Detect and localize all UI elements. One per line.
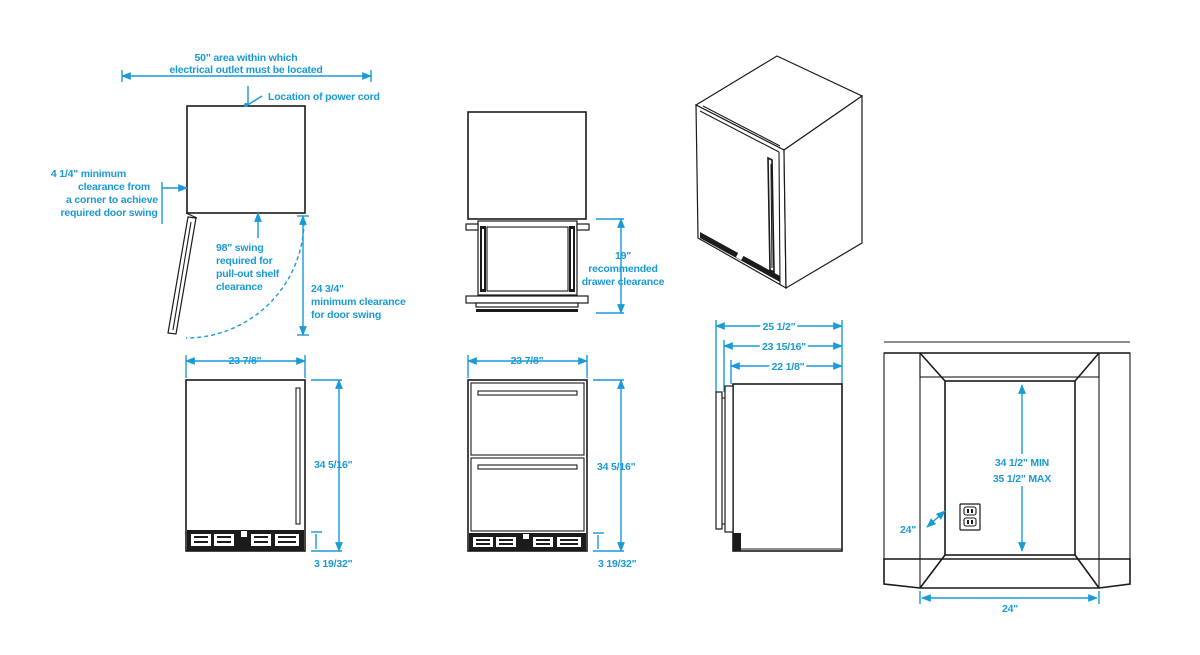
door-swing-arc (185, 221, 305, 339)
depth-2-label: 23 15/16" (762, 341, 806, 353)
front-grille (187, 530, 304, 551)
drawer-clearance-label-1: 19" (615, 250, 631, 262)
corner-clearance-label-3: a corner to achieve (66, 194, 158, 206)
swing-label-1: 98" swing (216, 242, 264, 254)
side-handle (715, 391, 723, 530)
drawer-top-cabinet (467, 111, 587, 220)
corner-clearance-label-4: required door swing (60, 207, 157, 219)
drawer-width-label: 23 7/8" (511, 355, 544, 367)
drawer-clearance-label-3: drawer clearance (582, 276, 665, 288)
depth-3-label: 22 1/8" (772, 361, 805, 373)
front-height-label: 34 5/16" (314, 459, 353, 471)
swing-label-3: pull-out shelf (216, 268, 280, 280)
opening-height-max-label: 35 1/2" MAX (993, 473, 1051, 485)
upper-drawer-handle (477, 390, 578, 396)
front-width-label: 23 7/8" (229, 355, 262, 367)
swing-label-4: clearance (216, 281, 263, 293)
door-clearance-label-3: for door swing (311, 309, 381, 321)
power-cord-leader (245, 95, 263, 107)
side-view: 25 1/2" 23 15/16" 22 1/8" (715, 319, 843, 552)
electrical-outlet-icon (959, 503, 981, 531)
outlet-area-label-1: 50" area within which (195, 52, 298, 64)
side-cabinet (732, 383, 843, 552)
drawer-height-label: 34 5/16" (597, 461, 636, 473)
corner-clearance-label-1: 4 1/4" minimum (51, 168, 126, 180)
depth-1-label: 25 1/2" (763, 321, 796, 333)
opening-height-min-label: 34 1/2" MIN (995, 457, 1049, 469)
back-wall (944, 380, 1076, 556)
drawer-top-view: 19" recommended drawer clearance (465, 111, 665, 314)
opening-view: 34 1/2" MIN 35 1/2" MAX 24" 24" (883, 341, 1131, 615)
door-clearance-label-1: 24 3/4" (311, 283, 344, 295)
lower-drawer-handle (477, 464, 578, 470)
swing-label-2: required for (216, 255, 273, 267)
upper-drawer (470, 382, 585, 456)
drawer-rails (480, 226, 575, 292)
front-cabinet (185, 379, 306, 552)
opening-depth-label: 24" (900, 524, 916, 536)
isometric-view (694, 55, 864, 290)
door-handle (295, 387, 301, 525)
right-cabinet (1098, 352, 1131, 560)
outlet-area-label-2: electrical outlet must be located (169, 64, 322, 76)
opening-width-label: 24" (1002, 603, 1018, 615)
drawer-grille (469, 533, 586, 551)
drawer-front-view: 23 7/8" 34 5/16" 3 19/32" (467, 355, 637, 570)
front-view: 23 7/8" 34 5/16" 3 19/32" (185, 355, 353, 570)
top-view: 50" area within which electrical outlet … (51, 52, 406, 339)
top-view-cabinet (186, 105, 306, 214)
opening-depth-dimension-line (926, 510, 946, 528)
door-clearance-label-2: minimum clearance (311, 296, 406, 308)
lower-drawer (470, 457, 585, 532)
power-cord-label: Location of power cord (268, 91, 380, 103)
corner-clearance-label-2: clearance from (78, 181, 150, 193)
drawer-base-label: 3 19/32" (598, 558, 637, 570)
open-door (167, 212, 198, 335)
drawer-clearance-label-2: recommended (588, 263, 658, 275)
front-base-label: 3 19/32" (314, 558, 353, 570)
